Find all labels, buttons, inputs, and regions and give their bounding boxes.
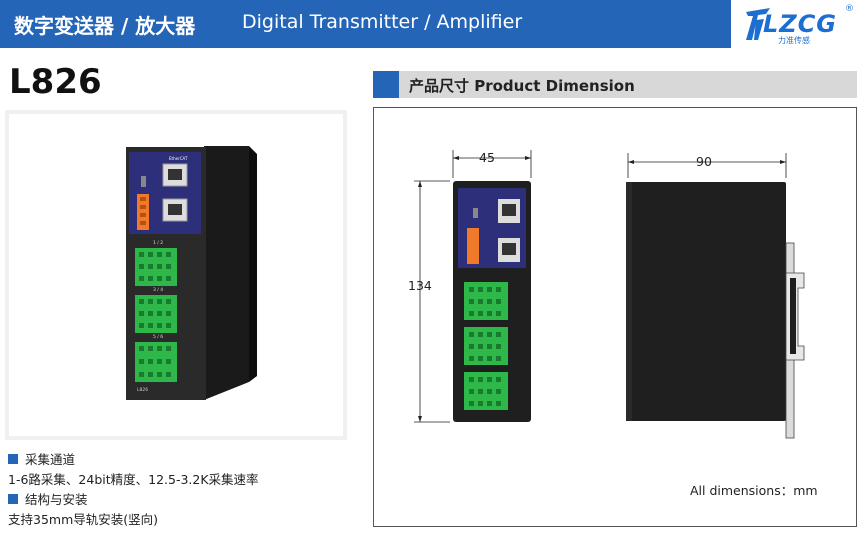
device-photo-illustration: EtherCAT 1 / 2 3 / 4 5 / 6 [126,146,257,400]
header-bar: 数字变送器 / 放大器 Digital Transmitter / Amplif… [0,0,731,48]
dimension-units-note: All dimensions：mm [690,483,818,498]
feature-text-2: 支持35mm导轨安装(竖向) [8,512,159,527]
depth-dimension-label: 90 [696,154,712,169]
device-channel-label-1: 1 / 2 [153,240,163,246]
feature-heading-1-label: 采集通道 [25,452,76,467]
header-title-cn: 数字变送器 / 放大器 [14,14,196,38]
feature-heading-2: 结构与安装 [8,489,88,508]
bullet-square-icon [8,453,18,464]
feature-text-1: 1-6路采集、24bit精度、12.5-3.2K采集速率 [8,472,259,487]
bullet-square-icon [8,493,18,504]
height-dimension-label: 134 [408,278,432,293]
model-number: L826 [9,62,102,102]
product-photo: EtherCAT 1 / 2 3 / 4 5 / 6 [9,114,343,436]
brand-logo: LZCG 力准传感 ® [744,4,856,46]
device-model-tag: L826 [137,387,148,393]
title-square-icon [373,71,399,98]
dimension-title: 产品尺寸 Product Dimension [409,77,635,95]
device-ether-label: EtherCAT [169,156,188,161]
header-title-en: Digital Transmitter / Amplifier [242,11,523,33]
device-channel-label-2: 3 / 4 [153,287,163,293]
feature-heading-2-label: 结构与安装 [25,492,88,507]
feature-heading-1: 采集通道 [8,449,75,468]
dimension-title-bar: 产品尺寸 Product Dimension [373,71,857,98]
registered-mark: ® [845,4,854,14]
logo-text: LZCG [763,10,838,38]
device-channel-label-3: 5 / 6 [153,334,163,340]
logo-mark-icon [746,8,770,40]
dimension-drawing [414,150,805,439]
width-dimension-label: 45 [479,150,495,165]
product-photo-panel: EtherCAT 1 / 2 3 / 4 5 / 6 [5,110,347,440]
dimension-drawing-box [373,107,857,527]
logo-subtext: 力准传感 [778,36,810,45]
